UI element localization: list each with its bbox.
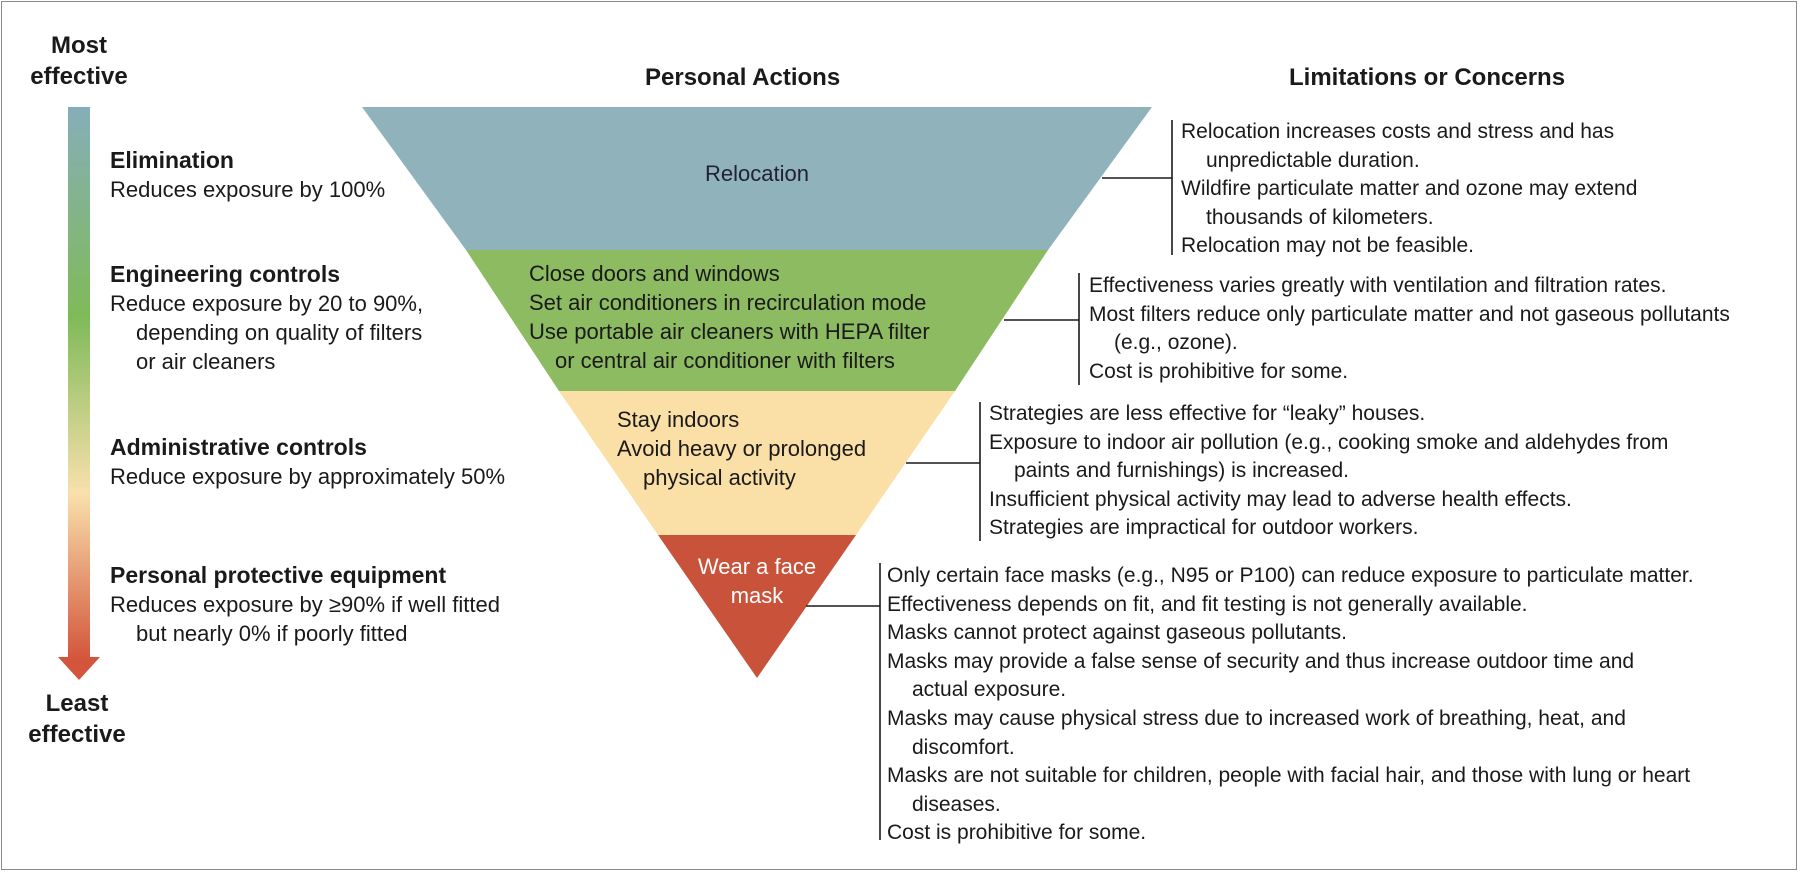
level-desc-line: Reduces exposure by 100% [110,177,386,202]
action-line: Close doors and windows [529,261,780,286]
most-effective-line-2: effective [30,63,128,90]
level-elimination: Elimination Reduces exposure by 100% [110,146,550,204]
limitation-item: Relocation may not be feasible. [1181,234,1475,258]
action-line: Use portable air cleaners with HEPA filt… [529,319,930,344]
header-limitations: Limitations or Concerns [1289,64,1566,91]
least-effective-line-1: Least [45,690,109,717]
actions-administrative: Stay indoors Avoid heavy or prolonged ph… [617,405,937,492]
band-relocation [362,107,1152,250]
level-engineering: Engineering controls Reduce exposure by … [110,260,550,376]
level-ppe: Personal protective equipment Reduces ex… [110,561,550,648]
limitation-item: Strategies are impractical for outdoor w… [989,516,1419,540]
level-title: Personal protective equipment [110,562,447,588]
action-line: or central air conditioner with filters [555,348,895,373]
actions-engineering: Close doors and windows Set air conditio… [529,259,1009,375]
limitation-item: Exposure to indoor air pollution (e.g., … [989,430,1669,483]
limitation-item: Wildfire particulate matter and ozone ma… [1181,177,1638,229]
limitation-item: Relocation increases costs and stress an… [1181,120,1615,172]
limitations-engineering: Effectiveness varies greatly with ventil… [1089,272,1739,386]
level-title: Engineering controls [110,261,341,287]
action-line: mask [730,583,784,608]
level-desc-line: or air cleaners [136,349,276,374]
least-effective-line-2: effective [28,721,126,748]
level-desc-line: depending on quality of filters [136,320,423,345]
least-effective-label: Least effective [12,688,142,750]
limitations-relocation: Relocation increases costs and stress an… [1181,118,1701,261]
level-desc-line: Reduces exposure by ≥90% if well fitted [110,592,500,617]
limitations-ppe: Only certain face masks (e.g., N95 or P1… [887,562,1792,848]
limitation-item: Cost is prohibitive for some. [887,821,1147,845]
most-effective-label: Most effective [14,30,144,92]
limitation-item: Most filters reduce only particulate mat… [1089,302,1730,355]
limitation-item: Effectiveness depends on fit, and fit te… [887,592,1528,616]
limitation-item: Effectiveness varies greatly with ventil… [1089,274,1667,297]
limitations-administrative: Strategies are less effective for “leaky… [989,400,1719,543]
action-line: Wear a face [697,554,817,579]
limitation-item: Masks may provide a false sense of secur… [887,649,1635,702]
action-line: Set air conditioners in recirculation mo… [529,290,927,315]
level-desc-line: Reduce exposure by approximately 50% [110,464,506,489]
level-title: Elimination [110,147,234,173]
action-line: Stay indoors [617,407,740,432]
actions-ppe: Wear a face mask [667,552,847,610]
level-desc-line: but nearly 0% if poorly fitted [136,621,408,646]
band-ppe [658,535,856,678]
band-administrative [559,391,955,535]
limitation-item: Strategies are less effective for “leaky… [989,402,1426,425]
level-administrative: Administrative controls Reduce exposure … [110,433,550,491]
limitation-item: Only certain face masks (e.g., N95 or P1… [887,564,1694,587]
header-personal-actions: Personal Actions [645,64,841,91]
level-title: Administrative controls [110,434,367,460]
effectiveness-arrow-head [58,657,100,680]
action-line: physical activity [643,465,796,490]
effectiveness-bar [68,107,90,659]
limitation-item: Masks are not suitable for children, peo… [887,764,1691,816]
most-effective-line-1: Most [51,32,107,59]
action-line: Avoid heavy or prolonged [617,436,867,461]
level-desc-line: Reduce exposure by 20 to 90%, [110,291,424,316]
limitation-item: Masks may cause physical stress due to i… [887,706,1626,759]
limitation-item: Cost is prohibitive for some. [1089,359,1349,383]
limitation-item: Insufficient physical activity may lead … [989,487,1572,511]
band-engineering [466,250,1048,391]
limitation-item: Masks cannot protect against gaseous pol… [887,621,1347,645]
action-relocation: Relocation [705,161,809,186]
